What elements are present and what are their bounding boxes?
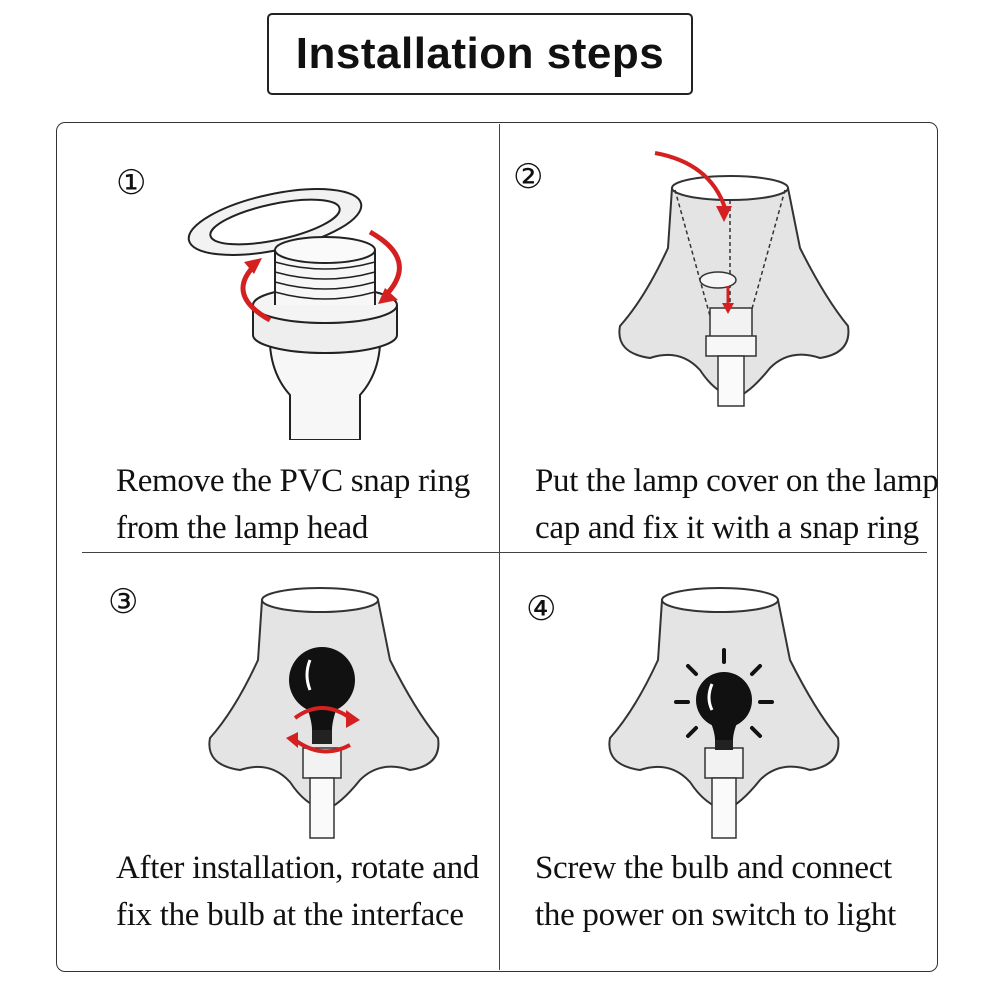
step-2-caption: Put the lamp cover on the lamp cap and f…	[535, 458, 939, 552]
light-bulb	[289, 647, 355, 713]
title-box: Installation steps	[267, 13, 693, 95]
lamp-shade	[618, 177, 850, 400]
step-3-caption-line-2: fix the bulb at the interface	[116, 897, 464, 933]
step-2-lamp-cover-illustration	[618, 151, 850, 407]
page-title: Installation steps	[295, 29, 665, 78]
step-4-caption-line-1: Screw the bulb and connect	[535, 850, 892, 886]
light-rays	[674, 648, 774, 738]
step-1-number: ①	[116, 163, 147, 203]
step-1-caption-line-2: from the lamp head	[116, 510, 369, 546]
step-2-caption-line-2: cap and fix it with a snap ring	[535, 510, 919, 546]
step-2-number: ②	[513, 157, 544, 197]
horizontal-divider	[82, 552, 927, 553]
step-3-number: ③	[108, 582, 139, 622]
steps-frame	[56, 122, 938, 972]
step-1-lamp-head-illustration	[187, 188, 402, 440]
vertical-divider	[499, 124, 500, 970]
step-4-caption: Screw the bulb and connect the power on …	[535, 845, 896, 939]
step-4-lit-bulb-illustration	[608, 587, 840, 839]
step-3-bulb-install-illustration	[208, 587, 440, 839]
step-1-caption-line-1: Remove the PVC snap ring	[116, 463, 470, 499]
step-3-caption: After installation, rotate and fix the b…	[116, 845, 479, 939]
step-4-caption-line-2: the power on switch to light	[535, 897, 896, 933]
step-2-caption-line-1: Put the lamp cover on the lamp	[535, 463, 939, 499]
step-3-caption-line-1: After installation, rotate and	[116, 850, 480, 886]
step-1-caption: Remove the PVC snap ring from the lamp h…	[116, 458, 470, 552]
step-4-number: ④	[526, 589, 557, 629]
